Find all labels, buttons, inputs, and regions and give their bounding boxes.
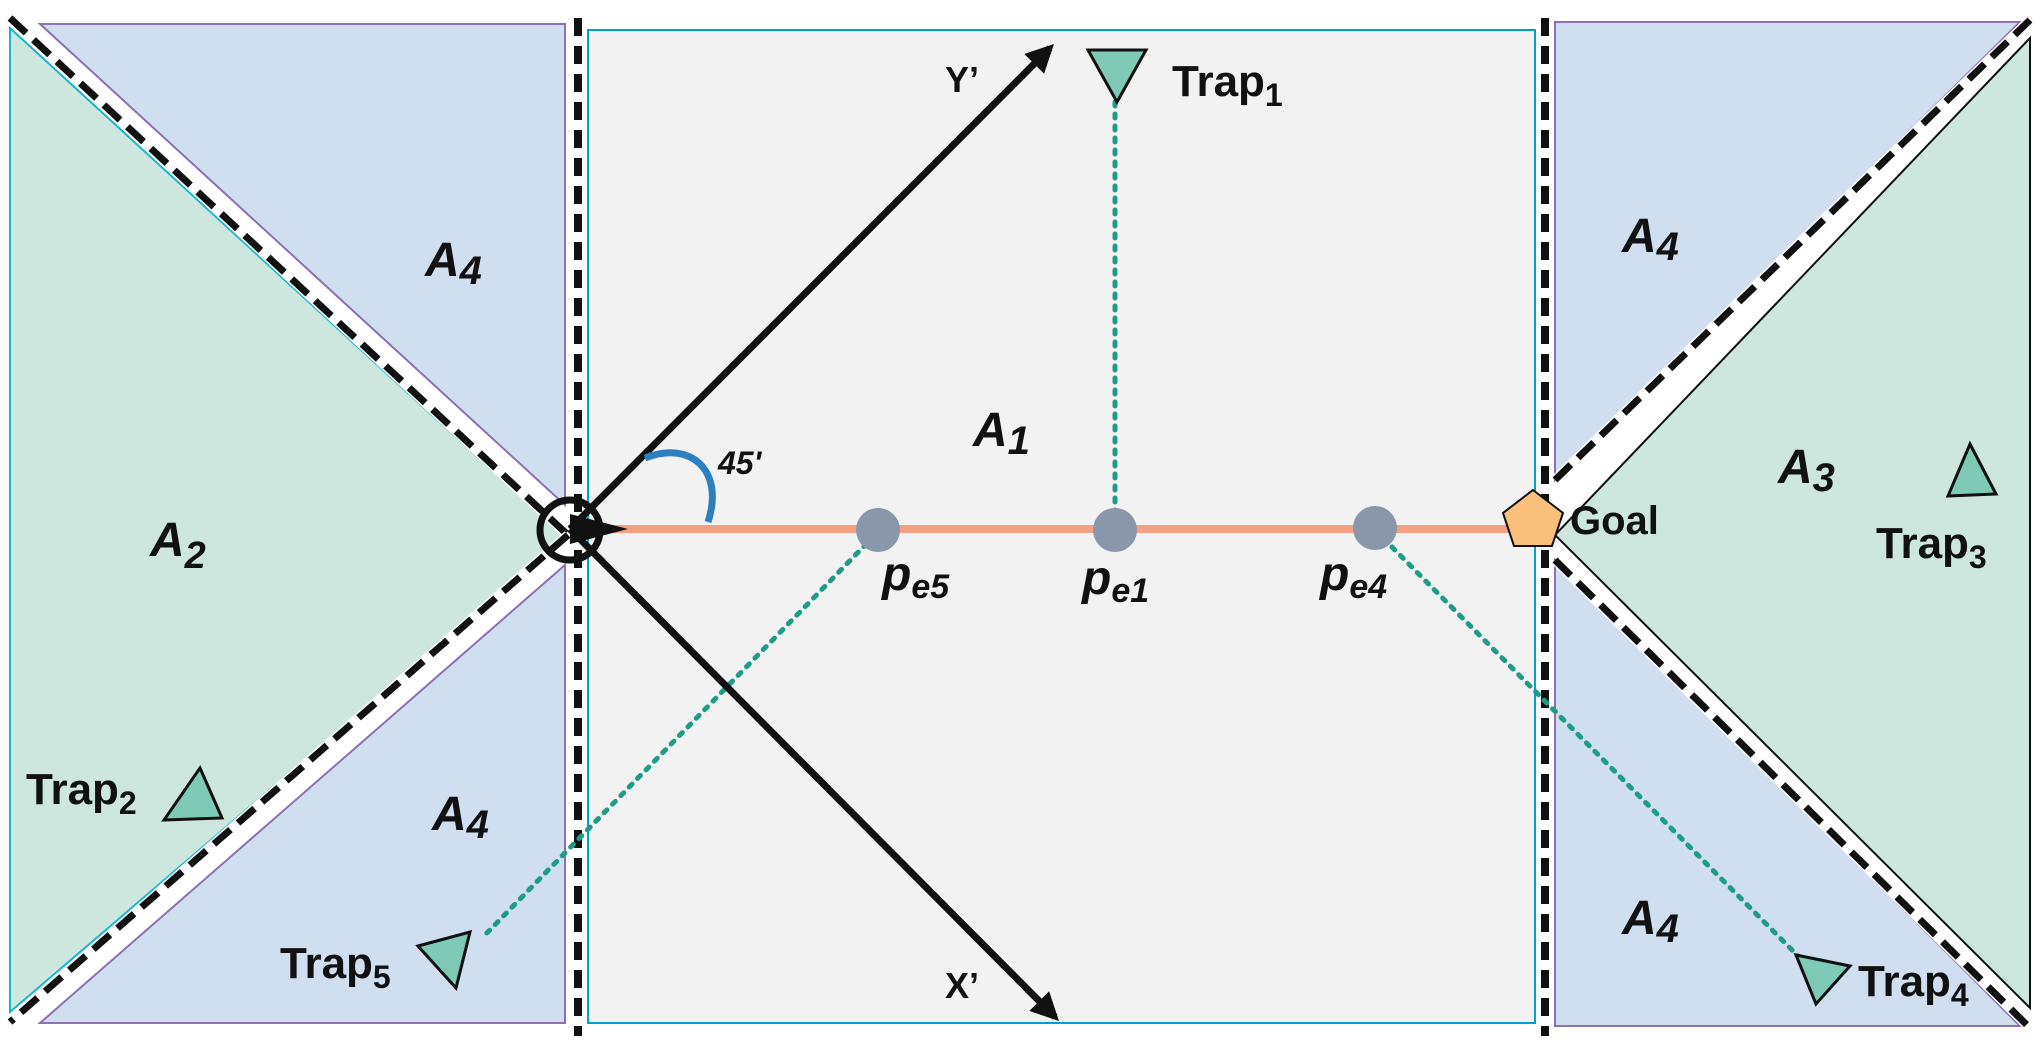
region-a4-label-top-left: A4 — [424, 234, 482, 293]
region-a4-label-bottom-right: A4 — [1621, 892, 1679, 951]
point-pe5 — [856, 508, 900, 552]
point-pe5-label: pe5 — [880, 548, 950, 606]
region-a3-label: A3 — [1777, 441, 1835, 500]
region-a4-top-left — [37, 23, 566, 508]
region-a4-bottom-left — [37, 562, 566, 1024]
trap4-link — [1372, 527, 1803, 961]
y-axis-arrow — [567, 44, 1054, 532]
trap3-marker — [1945, 440, 1999, 498]
region-a4-label-bottom-left: A4 — [431, 788, 489, 847]
trap4-marker — [1793, 952, 1853, 1007]
region-a4-label-top-right: A4 — [1621, 210, 1679, 269]
point-pe1 — [1093, 508, 1137, 552]
angle-label: 45' — [717, 445, 763, 481]
trap5-marker — [415, 929, 473, 992]
trap2-marker — [161, 764, 225, 822]
trap2-label: Trap2 — [26, 765, 137, 821]
trap5-link — [479, 532, 878, 941]
trap5-label: Trap5 — [280, 939, 391, 995]
trap1-label: Trap1 — [1172, 57, 1283, 113]
region-a1-label: A1 — [972, 404, 1030, 463]
start-marker — [536, 496, 628, 564]
trap4-label: Trap4 — [1858, 957, 1969, 1013]
goal-marker — [1501, 488, 1565, 547]
x-axis-arrow — [567, 526, 1059, 1021]
region-a2-label: A2 — [149, 514, 206, 577]
goal-label: Goal — [1570, 499, 1659, 543]
trap3-label: Trap3 — [1876, 519, 1987, 575]
y-axis-label: Y’ — [945, 59, 979, 100]
x-axis-label: X’ — [945, 965, 979, 1006]
trap1-marker — [1085, 48, 1149, 106]
point-pe1-label: pe1 — [1080, 552, 1149, 610]
point-pe4 — [1353, 506, 1397, 550]
point-pe4-label: pe4 — [1318, 548, 1387, 606]
region-a3 — [1553, 35, 2031, 1011]
angle-arc — [643, 449, 716, 524]
